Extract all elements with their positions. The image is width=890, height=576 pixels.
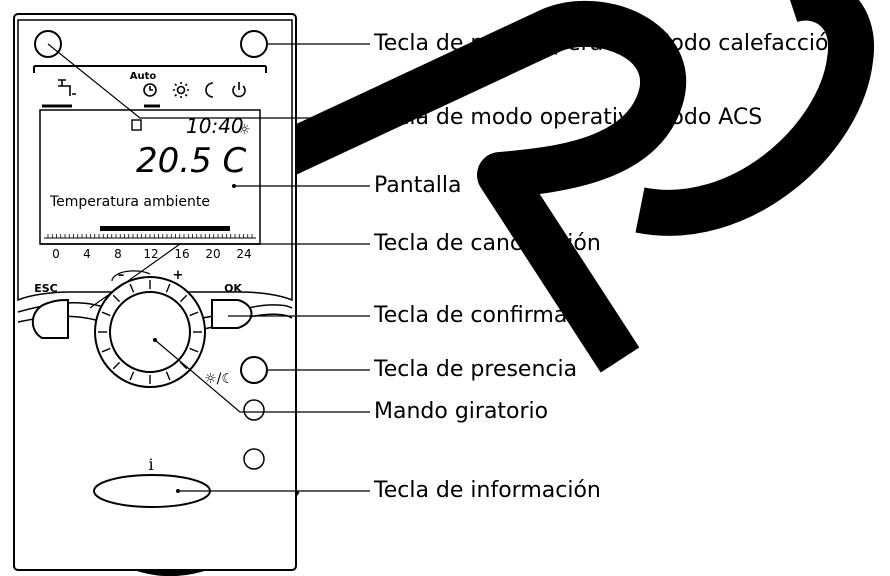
esc-label: ESC — [34, 282, 58, 295]
screen-temperature: 20.5 C — [136, 141, 247, 181]
callout-screen: Pantalla — [374, 173, 462, 198]
callout-confirm-key: Tecla de confirmación — [374, 303, 613, 328]
info-icon: i — [148, 455, 153, 474]
dial-rib — [165, 283, 171, 293]
ok-label: OK — [224, 282, 242, 295]
dial-rib — [179, 294, 188, 303]
screen: 10:40 ☼ 20.5 C Temperatura ambiente 0 4 … — [39, 109, 261, 261]
dial-minus-label: – — [118, 268, 125, 283]
scale-tick-label: 16 — [174, 247, 189, 261]
dial-rib — [129, 371, 135, 381]
dial-ribs — [98, 280, 202, 384]
sun-icon — [173, 82, 189, 98]
round-key[interactable] — [243, 399, 265, 421]
scale-tick-label: 4 — [83, 247, 91, 261]
dial-rib — [129, 283, 135, 293]
scale-tick-label: 24 — [236, 247, 251, 261]
callout-heating-mode-key: Tecla de modo operativo Modo calefacción — [374, 31, 843, 56]
dial-rib — [165, 371, 171, 381]
callout-cancel-key: Tecla de cancelación — [374, 231, 601, 256]
presence-key[interactable] — [240, 356, 268, 384]
scale-tick-label: 8 — [114, 247, 122, 261]
presence-symbol: ☼/☾ — [204, 371, 234, 387]
moon-icon — [205, 82, 214, 98]
flame-icon — [131, 119, 142, 131]
schedule-bar — [100, 226, 230, 231]
leader-dots — [153, 184, 236, 493]
auto-label: Auto — [130, 71, 157, 82]
confirm-key[interactable] — [211, 299, 253, 329]
callout-rotary-knob: Mando giratorio — [374, 399, 549, 424]
scale-tick-label: 12 — [143, 247, 158, 261]
dial-rib — [101, 347, 111, 353]
scale-tick-label: 20 — [205, 247, 220, 261]
dial-plus-label: + — [173, 268, 184, 283]
callout-info-key: Tecla de información — [374, 478, 601, 503]
dial-rib — [112, 294, 121, 303]
dial-rib — [189, 347, 199, 353]
tap-icon — [58, 79, 76, 96]
dhw-mode-key[interactable] — [240, 30, 268, 58]
dial-rib — [101, 311, 111, 317]
round-key[interactable] — [243, 448, 265, 470]
clock-icon — [143, 83, 157, 97]
scale-tick-marks — [47, 234, 253, 238]
dial-rib — [112, 361, 121, 370]
scale-tick-label: 0 — [52, 247, 60, 261]
callout-dhw-mode-key: Tecla de modo operativo Modo ACS — [374, 105, 763, 130]
mode-icon-strip: Auto — [33, 65, 267, 108]
leader-lines — [47, 43, 370, 492]
small-sun-icon: ☼ — [238, 122, 251, 138]
screen-caption: Temperatura ambiente — [49, 194, 210, 210]
dial-rib — [179, 361, 188, 370]
cancel-key[interactable] — [32, 298, 69, 339]
dial-rib — [189, 311, 199, 317]
callout-presence-key: Tecla de presencia — [374, 357, 578, 382]
power-icon — [232, 82, 246, 98]
